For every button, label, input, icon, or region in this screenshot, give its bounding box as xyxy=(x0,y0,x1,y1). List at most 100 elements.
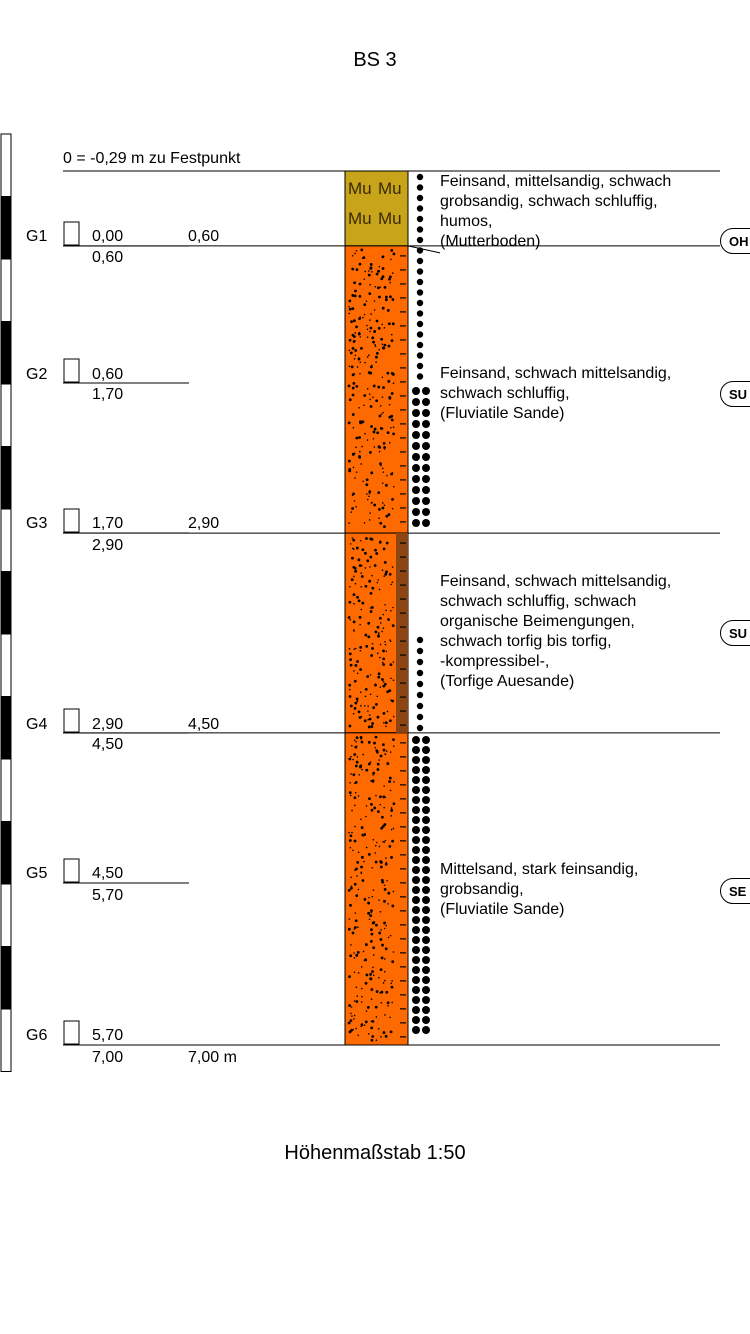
layer-fill xyxy=(344,245,409,534)
sand-dot xyxy=(354,349,358,352)
grain-dot xyxy=(412,387,420,395)
sand-dot xyxy=(353,567,357,570)
grain-dot xyxy=(416,713,424,721)
sand-dot xyxy=(383,979,386,982)
sand-dot xyxy=(373,503,377,507)
grain-dot xyxy=(412,876,420,884)
sand-dot xyxy=(371,574,373,577)
reference-note: 0 = -0,29 m zu Festpunkt xyxy=(63,150,241,167)
sand-dot xyxy=(383,899,386,903)
sand-dot xyxy=(383,721,385,724)
sand-dot xyxy=(353,957,356,959)
sand-dot xyxy=(354,252,356,255)
grain-dot xyxy=(412,464,420,472)
sand-dot xyxy=(384,970,386,973)
sand-dot xyxy=(391,699,395,703)
grain-dot xyxy=(412,966,420,974)
sand-dot xyxy=(392,745,395,747)
sand-dot xyxy=(392,252,396,256)
sand-dot xyxy=(348,791,352,795)
scale-bar-segment xyxy=(0,633,12,697)
sand-dot xyxy=(378,295,381,299)
sand-dot xyxy=(390,392,394,395)
sand-dot xyxy=(392,890,395,893)
sand-dot xyxy=(369,555,373,559)
sand-dot xyxy=(359,645,363,649)
sand-dot xyxy=(352,381,356,385)
sand-dot xyxy=(392,679,395,681)
sand-dot xyxy=(392,802,396,806)
sand-dot xyxy=(369,450,372,454)
sand-dot xyxy=(373,806,377,810)
grain-dot xyxy=(422,464,430,472)
sand-dot xyxy=(348,724,352,728)
sample-top: 4,50 xyxy=(92,865,124,882)
sand-dot xyxy=(369,940,373,943)
boundary-connector xyxy=(407,245,441,254)
scale-bar-segment xyxy=(0,196,12,260)
sand-dot xyxy=(392,382,395,385)
sand-dot xyxy=(388,403,391,406)
sand-dot xyxy=(367,621,371,625)
sand-dot xyxy=(355,953,359,957)
sand-dot xyxy=(359,421,362,425)
sand-dot xyxy=(383,343,387,347)
sand-dot xyxy=(381,569,384,572)
sand-dot xyxy=(374,844,377,847)
sand-dot xyxy=(383,575,386,577)
sand-dot xyxy=(370,928,373,932)
sand-dot xyxy=(355,436,359,440)
sand-dot xyxy=(353,294,357,298)
sand-dot xyxy=(364,361,366,364)
mu-symbol: Mu xyxy=(378,209,402,228)
sand-dot xyxy=(384,603,386,606)
sand-dot xyxy=(350,365,354,369)
sand-dot xyxy=(352,452,355,456)
sample-id: G4 xyxy=(26,716,48,733)
sand-dot xyxy=(369,284,371,286)
grain-dot xyxy=(422,1026,430,1034)
grain-dot xyxy=(416,320,424,328)
sand-dot xyxy=(373,300,376,302)
sand-dot xyxy=(360,608,363,611)
grain-dot xyxy=(412,896,420,904)
sand-dot xyxy=(361,548,365,552)
sand-dot xyxy=(379,656,381,659)
sand-dot xyxy=(377,633,380,636)
sand-dot xyxy=(354,912,357,914)
sand-dot xyxy=(360,585,363,588)
sand-dot xyxy=(353,796,357,800)
sand-dot xyxy=(383,285,387,289)
grain-dot xyxy=(422,1006,430,1014)
sand-dot xyxy=(377,634,380,638)
sand-dot xyxy=(357,332,361,336)
sand-dot xyxy=(369,330,371,333)
sand-dot xyxy=(365,478,369,482)
sand-dot xyxy=(374,344,376,346)
grain-dot xyxy=(412,453,420,461)
sand-dot xyxy=(353,648,356,650)
sand-dot xyxy=(390,677,392,680)
sand-dot xyxy=(376,625,380,629)
sand-dot xyxy=(370,1026,374,1030)
sand-dot xyxy=(363,404,365,407)
sand-dot xyxy=(350,1012,352,1015)
sand-dot xyxy=(384,483,388,487)
sand-dot xyxy=(387,618,390,621)
sand-dot xyxy=(353,602,355,605)
sand-dot xyxy=(390,427,392,429)
sand-dot xyxy=(369,398,372,401)
sand-dot xyxy=(357,795,360,797)
sand-dot xyxy=(364,958,368,962)
sand-dot xyxy=(356,756,359,758)
sand-dot xyxy=(373,309,376,311)
sand-dot xyxy=(348,312,350,315)
sand-dot xyxy=(353,839,357,843)
sand-dot xyxy=(367,1033,370,1035)
sand-dot xyxy=(382,441,386,445)
sand-dot xyxy=(392,951,395,953)
scale-bar-segment xyxy=(0,383,12,447)
layer-description: Feinsand, schwach mittelsandig, schwach … xyxy=(440,365,672,422)
sand-dot xyxy=(381,467,384,470)
